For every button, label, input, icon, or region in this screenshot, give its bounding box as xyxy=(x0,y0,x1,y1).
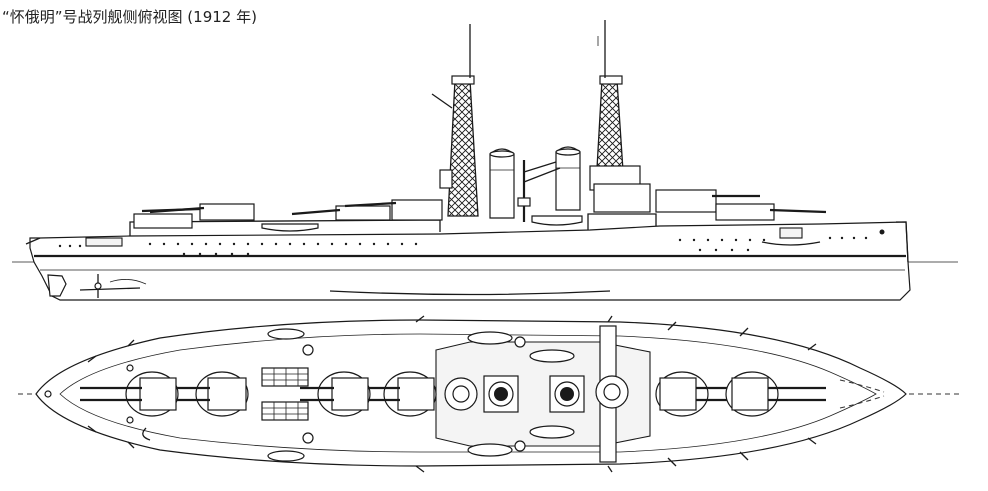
plan-boat-6 xyxy=(267,450,305,462)
side-turret-6 xyxy=(715,203,827,221)
rudder-propeller xyxy=(47,274,147,298)
forward-funnel-top xyxy=(549,375,585,413)
main-deck-line xyxy=(129,219,441,236)
plan-turret-6 xyxy=(725,371,826,417)
plan-turret-3 xyxy=(300,371,371,417)
side-turret-2 xyxy=(149,203,255,221)
plan-view xyxy=(18,315,960,473)
plan-boat-3 xyxy=(529,425,575,439)
aft-deckhouse xyxy=(85,237,123,247)
forward-lattice-mast xyxy=(589,20,651,213)
boat-crane xyxy=(517,160,561,222)
aft-funnel-top xyxy=(483,375,519,413)
plan-turret-4 xyxy=(368,371,437,417)
superstructure-plan xyxy=(435,341,651,447)
aft-lattice-mast xyxy=(431,24,479,217)
vent-3 xyxy=(514,336,526,348)
boat-1 xyxy=(261,223,319,232)
side-turret-5 xyxy=(655,189,760,213)
bow-deckhouse xyxy=(779,227,803,239)
boom-ticks xyxy=(87,315,817,473)
boat-3 xyxy=(761,241,821,246)
aft-funnel xyxy=(489,148,515,219)
side-turret-4 xyxy=(344,199,443,221)
forward-mast-top xyxy=(595,375,629,409)
side-turret-3 xyxy=(291,205,391,221)
plan-boat-5 xyxy=(267,328,305,340)
hull-side xyxy=(29,221,911,301)
plan-boat-4 xyxy=(467,443,513,457)
vent-1 xyxy=(302,344,314,356)
plan-boat-1 xyxy=(467,331,513,345)
plan-boat-2 xyxy=(529,349,575,363)
plan-turret-2 xyxy=(176,371,249,417)
bilge-keel xyxy=(329,290,611,296)
plan-turret-1 xyxy=(80,371,179,417)
aft-mast-top xyxy=(444,377,478,411)
plan-turret-5 xyxy=(655,371,740,417)
side-elevation-view xyxy=(12,20,958,301)
portholes xyxy=(58,229,885,256)
boat-2 xyxy=(531,215,583,226)
deck-gratings xyxy=(261,367,309,421)
figure-title: “怀俄明”号战列舰侧俯视图 (1912 年) xyxy=(2,8,257,26)
vent-4 xyxy=(514,440,526,452)
forward-funnel xyxy=(555,146,581,211)
side-turret-1 xyxy=(133,207,201,229)
vent-2 xyxy=(302,432,314,444)
